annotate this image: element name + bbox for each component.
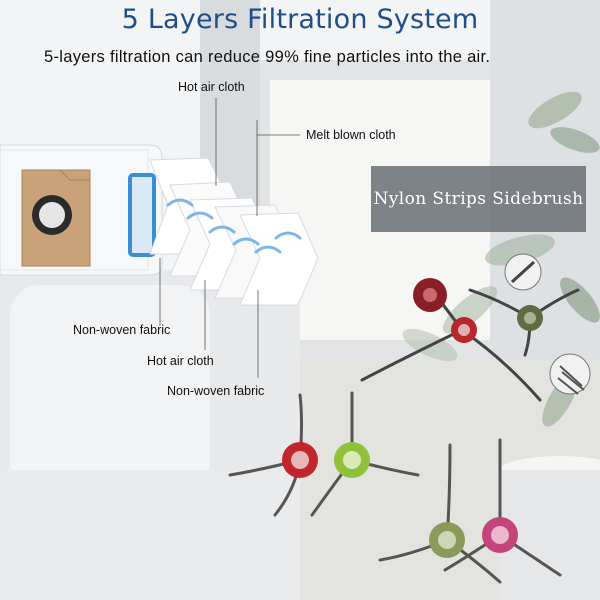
label-non-woven-fabric-1: Non-woven fabric: [73, 323, 171, 337]
label-melt-blown-cloth: Melt blown cloth: [306, 128, 396, 142]
label-non-woven-fabric-2: Non-woven fabric: [167, 384, 265, 398]
side-brush-icon: [228, 253, 591, 584]
label-hot-air-cloth-top: Hot air cloth: [178, 80, 245, 94]
label-hot-air-cloth-bottom: Hot air cloth: [147, 354, 214, 368]
page-subtitle: 5-layers filtration can reduce 99% fine …: [44, 48, 491, 66]
dust-bag-icon: [0, 144, 163, 276]
filter-layers-icon: [149, 157, 319, 306]
page-title: 5 Layers Filtration System: [121, 4, 479, 35]
sidebrush-badge-label: Nylon Strips Sidebrush: [373, 189, 584, 209]
sidebrush-badge: Nylon Strips Sidebrush: [371, 166, 586, 232]
